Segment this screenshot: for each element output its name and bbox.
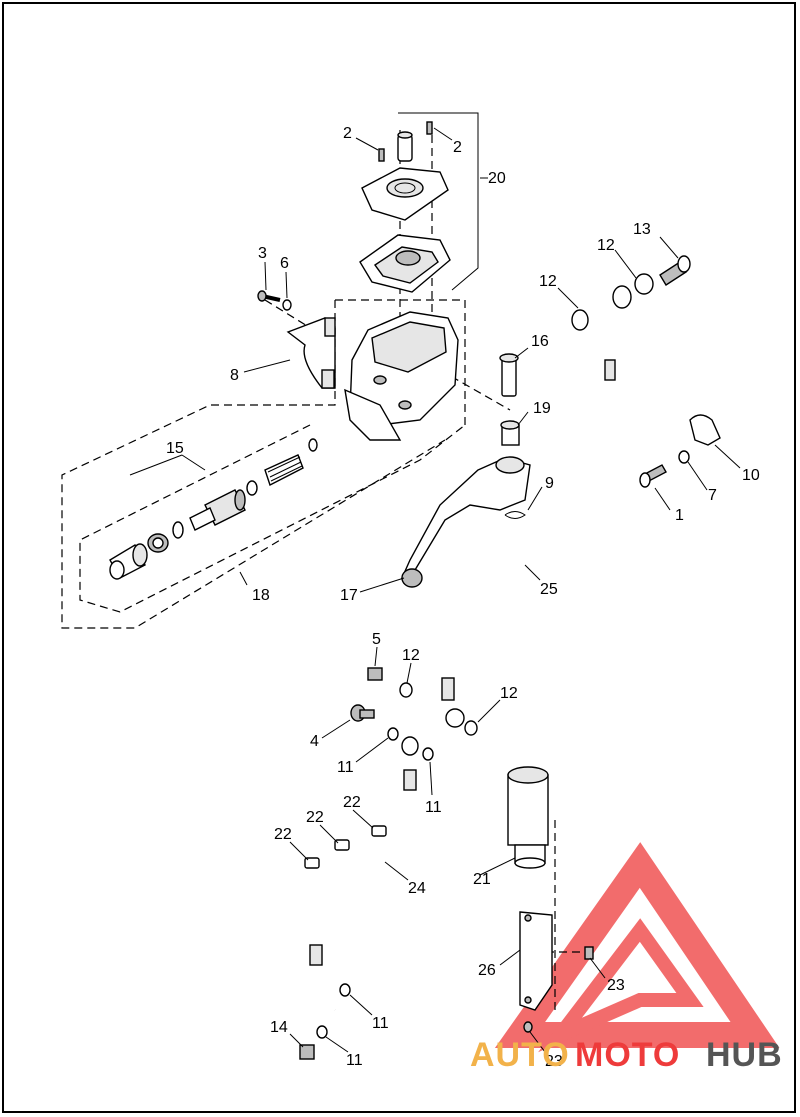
callout-6: 6 (280, 255, 289, 272)
retaining-clip-part (504, 511, 526, 519)
callout-19: 19 (533, 400, 551, 417)
callout-23: 23 (607, 977, 625, 994)
callout-21: 21 (473, 871, 491, 888)
line-clip-part (304, 825, 387, 869)
callout-2: 2 (343, 125, 352, 142)
callout-17: 17 (340, 587, 358, 604)
callout-12: 12 (500, 685, 518, 702)
upper-brake-line-part (399, 273, 654, 736)
callout-26: 26 (478, 962, 496, 979)
master-cylinder-body-part (344, 311, 459, 441)
callout-20: 20 (488, 170, 506, 187)
watermark-text-moto: MOTO (575, 1036, 680, 1074)
callout-11: 11 (346, 1052, 363, 1069)
callout-18: 18 (252, 587, 270, 604)
callout-2: 2 (453, 139, 462, 156)
pivot-pin-part (499, 353, 519, 397)
brake-light-switch-part (507, 766, 549, 869)
watermark-text-auto: AUTO (470, 1036, 570, 1074)
callout-13: 13 (633, 221, 651, 238)
callout-14: 14 (270, 1019, 288, 1036)
clamp-part (286, 317, 336, 389)
screw-part (378, 121, 433, 162)
group-outline-lines (61, 112, 580, 1010)
callout-10: 10 (742, 467, 760, 484)
callout-12: 12 (597, 237, 615, 254)
callout-4: 4 (310, 733, 319, 750)
watermark-logo-icon (494, 842, 780, 1053)
callout-16: 16 (531, 333, 549, 350)
callout-1: 1 (675, 507, 684, 524)
diaphragm-part (359, 234, 451, 293)
callout-11: 11 (425, 799, 442, 816)
callout-labels: 2 2 20 3 6 8 15 18 17 25 9 16 19 12 12 1… (166, 125, 760, 1070)
callout-9: 9 (545, 475, 554, 492)
callout-leader-lines (129, 127, 741, 1053)
banjo-bolt-part (659, 255, 691, 286)
callout-5: 5 (372, 631, 381, 648)
callout-7: 7 (708, 487, 717, 504)
callout-22: 22 (343, 794, 361, 811)
callout-11: 11 (372, 1015, 389, 1032)
callout-8: 8 (230, 367, 239, 384)
callout-24: 24 (408, 880, 426, 897)
lever-part (400, 456, 531, 588)
clamp-screw-part (257, 290, 292, 311)
reservoir-cap-part (361, 131, 449, 221)
bushing-part (500, 420, 520, 446)
union-bolt-part (350, 667, 383, 722)
piston-assembly-part (109, 438, 318, 580)
watermark-text-hub: HUB (706, 1036, 783, 1074)
callout-3: 3 (258, 245, 267, 262)
callout-12: 12 (539, 273, 557, 290)
mounting-bracket-part (519, 911, 594, 1033)
callout-22: 22 (306, 809, 324, 826)
watermark-text: AUTO MOTO HUB (470, 1036, 783, 1074)
switch-bracket-part (639, 414, 721, 488)
callout-25: 25 (540, 581, 558, 598)
callout-12: 12 (402, 647, 420, 664)
callout-15: 15 (166, 440, 184, 457)
callout-22: 22 (274, 826, 292, 843)
callout-23: 23 (545, 1053, 563, 1070)
lower-brake-line-part (299, 727, 434, 1060)
callout-11: 11 (337, 759, 354, 776)
